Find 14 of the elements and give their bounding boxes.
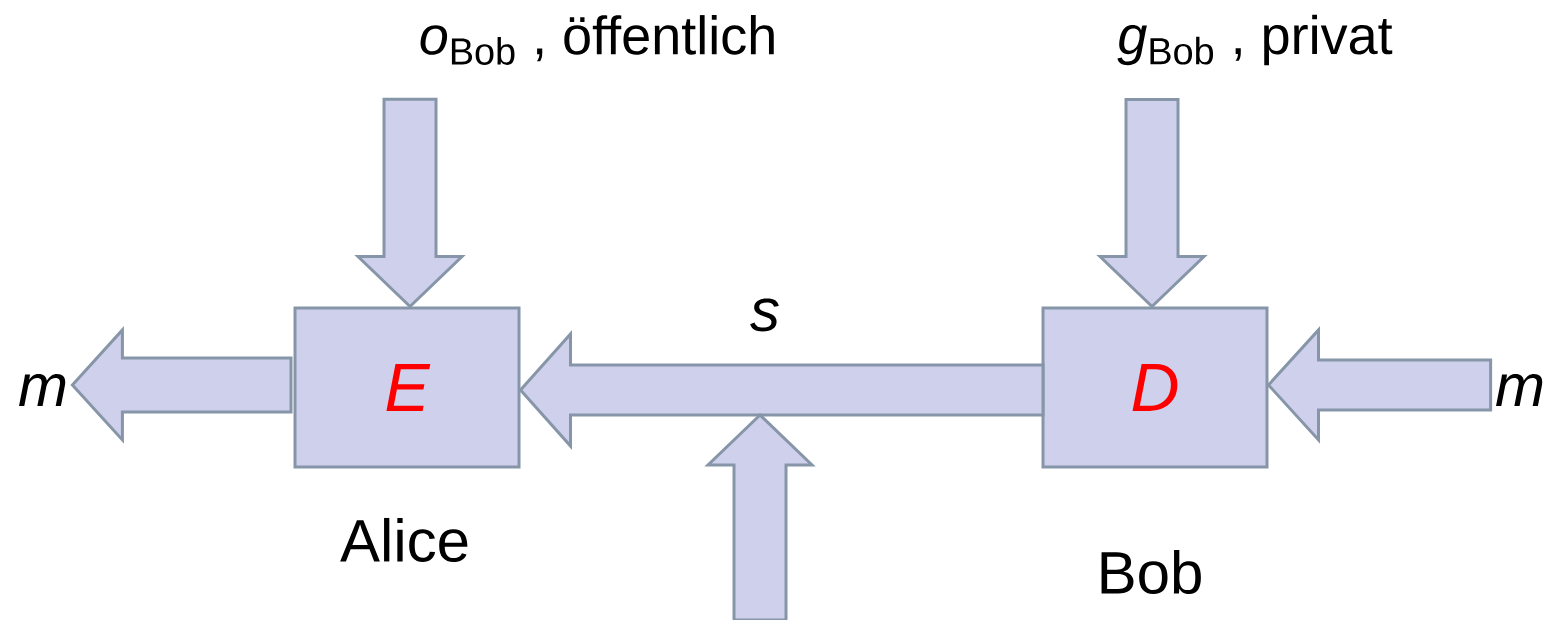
- edge-label: s: [750, 298, 779, 332]
- block-arrow: [70, 326, 293, 444]
- key-label: g$_{Bob}$ , privat: [1117, 14, 1393, 66]
- variable-label: m: [19, 373, 66, 407]
- block-arrow: [1266, 326, 1493, 444]
- block-arrow: [518, 330, 1045, 450]
- name-label: Bob: [1101, 549, 1201, 595]
- process-box: E: [293, 306, 521, 469]
- variable-label: m: [1496, 373, 1543, 407]
- process-box: D: [1041, 306, 1269, 469]
- key-label: o$_{Bob}$ , öffentlich: [420, 15, 774, 65]
- name-label: Alice: [340, 517, 468, 563]
- block-arrow: [354, 97, 466, 309]
- block-arrow: [1096, 98, 1208, 309]
